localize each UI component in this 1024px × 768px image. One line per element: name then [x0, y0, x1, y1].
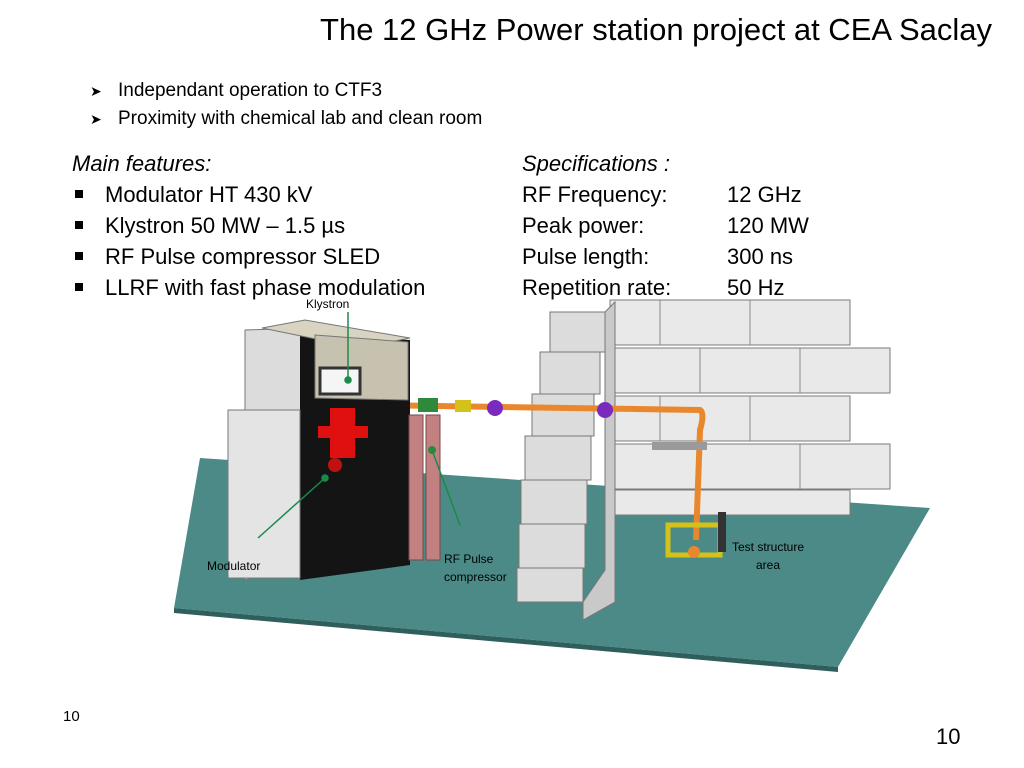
concrete-block-wall — [516, 299, 891, 621]
arrow-bullet-icon: ➤ — [90, 111, 102, 127]
spec-row: RF Frequency:12 GHz — [522, 182, 802, 207]
page-number-right: 10 — [936, 724, 961, 749]
square-bullet-icon — [75, 190, 83, 198]
spec-row: Repetition rate:50 Hz — [522, 275, 785, 300]
waveguide-line — [369, 398, 707, 541]
feature-item: RF Pulse compressor SLED — [72, 241, 425, 272]
klystron-label: Klystron — [306, 297, 350, 311]
spec-row: Pulse length:300 ns — [522, 244, 794, 269]
bullet-item: ➤Independant operation to CTF3 — [90, 77, 482, 105]
test-structure — [665, 512, 726, 558]
square-bullet-icon — [75, 221, 83, 229]
specifications: Specifications : RF Frequency:12 GHz Pea… — [522, 148, 809, 303]
square-bullet-icon — [75, 252, 83, 260]
page-title: The 12 GHz Power station project at CEA … — [320, 12, 992, 47]
spec-row: Peak power:120 MW — [522, 213, 809, 238]
square-bullet-icon — [75, 283, 83, 291]
specs-heading: Specifications : — [522, 151, 670, 176]
rf-pulse-compressor-label: RF Pulse compressor — [444, 552, 507, 584]
modulator-label: Modulator — [207, 559, 261, 573]
feature-item: Klystron 50 MW – 1.5 µs — [72, 210, 425, 241]
feature-item: Modulator HT 430 kV — [72, 179, 425, 210]
bullet-item: ➤Proximity with chemical lab and clean r… — [90, 105, 482, 133]
arrow-bullet-icon: ➤ — [90, 83, 102, 99]
page-number-left: 10 — [63, 708, 80, 725]
test-structure-label: Test structure area — [731, 540, 805, 572]
main-features: Main features: Modulator HT 430 kV Klyst… — [72, 148, 425, 303]
feature-item: LLRF with fast phase modulation — [72, 272, 425, 303]
modulator-cabinet — [227, 319, 411, 581]
klystron — [318, 408, 368, 472]
intro-bullets: ➤Independant operation to CTF3 ➤Proximit… — [90, 77, 482, 133]
features-heading: Main features: — [72, 151, 212, 176]
rf-pulse-compressor — [408, 414, 441, 561]
power-station-illustration — [174, 299, 930, 672]
